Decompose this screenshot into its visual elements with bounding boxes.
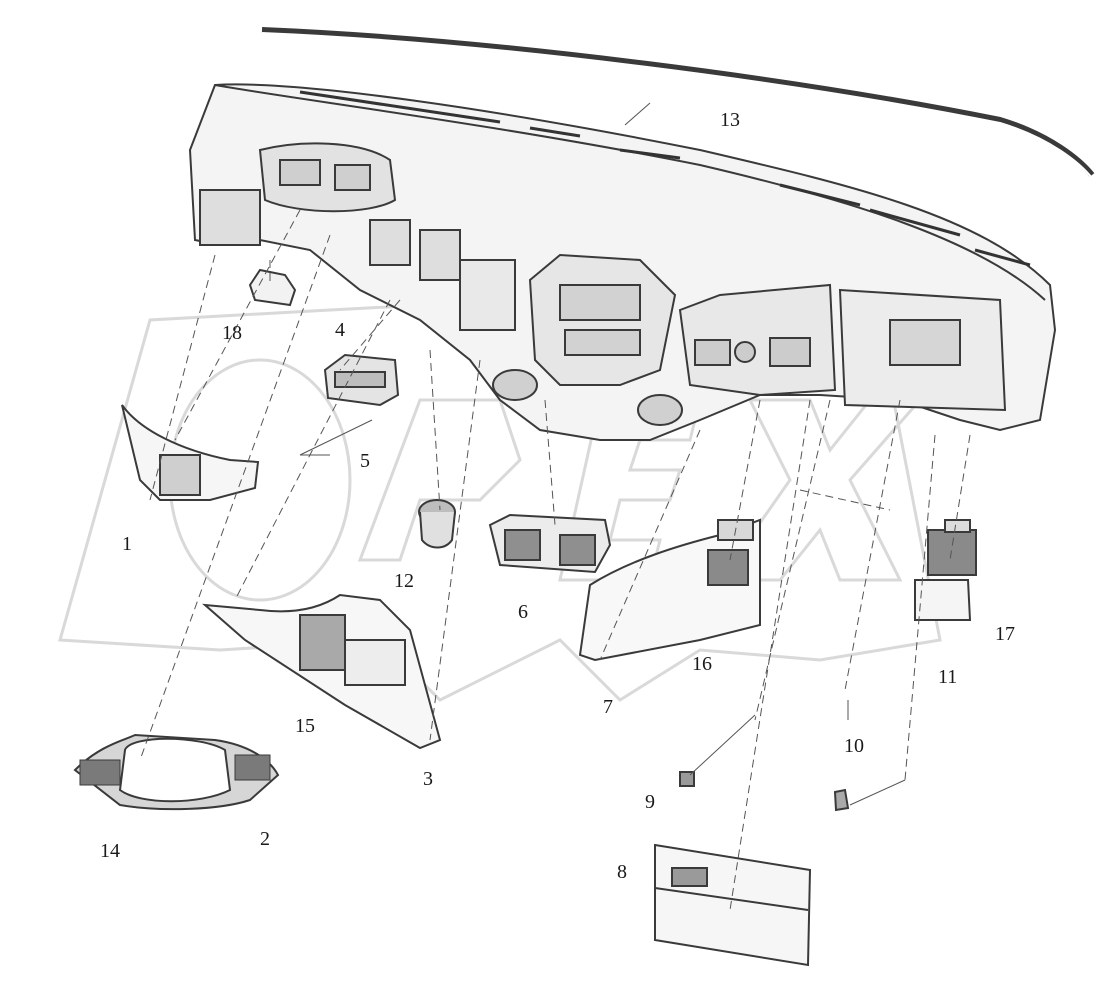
callout-1: 1 (122, 533, 132, 555)
part-10-fastener (833, 788, 850, 812)
part-2-cluster-bezel (73, 733, 280, 811)
callout-6: 6 (518, 601, 528, 623)
part-5-switch-housing (323, 353, 400, 407)
callout-17: 17 (995, 623, 1015, 645)
callout-10: 10 (844, 735, 864, 757)
part-13-top-trim (261, 27, 1095, 179)
part-3-center-lower-panel (202, 593, 442, 750)
part-6-center-vent (488, 513, 612, 574)
callout-13: 13 (720, 109, 740, 131)
callout-4: 4 (335, 319, 345, 341)
part-17-side-vent (927, 519, 977, 576)
part-11-right-end-panel (914, 579, 972, 621)
part-15-right-vent-grille (234, 754, 271, 781)
part-18-bracket (248, 268, 297, 307)
callout-7: 7 (603, 696, 613, 718)
main-instrument-panel (188, 83, 1057, 441)
callout-11: 11 (938, 666, 957, 688)
vent-slots (299, 90, 1031, 267)
callout-8: 8 (617, 861, 627, 883)
part-9-clip (679, 771, 695, 787)
leader-lines (139, 209, 971, 911)
part-8-glovebox-door (654, 843, 812, 967)
part-16-vent (707, 549, 749, 586)
callout-5: 5 (360, 450, 370, 472)
pointer-lines (299, 102, 906, 806)
part-1-left-panel (121, 404, 260, 501)
callout-9: 9 (645, 791, 655, 813)
callout-3: 3 (423, 768, 433, 790)
part-12-cup-holder (418, 499, 456, 549)
callout-15: 15 (295, 715, 315, 737)
callout-18: 18 (222, 322, 242, 344)
callout-2: 2 (260, 828, 270, 850)
callout-16: 16 (692, 653, 712, 675)
callout-14: 14 (100, 840, 120, 862)
callout-12: 12 (394, 570, 414, 592)
part-14-left-vent-grille (79, 759, 121, 786)
callout-labels: 1 2 3 4 5 6 7 8 9 10 11 12 13 14 15 16 1… (100, 109, 1015, 883)
